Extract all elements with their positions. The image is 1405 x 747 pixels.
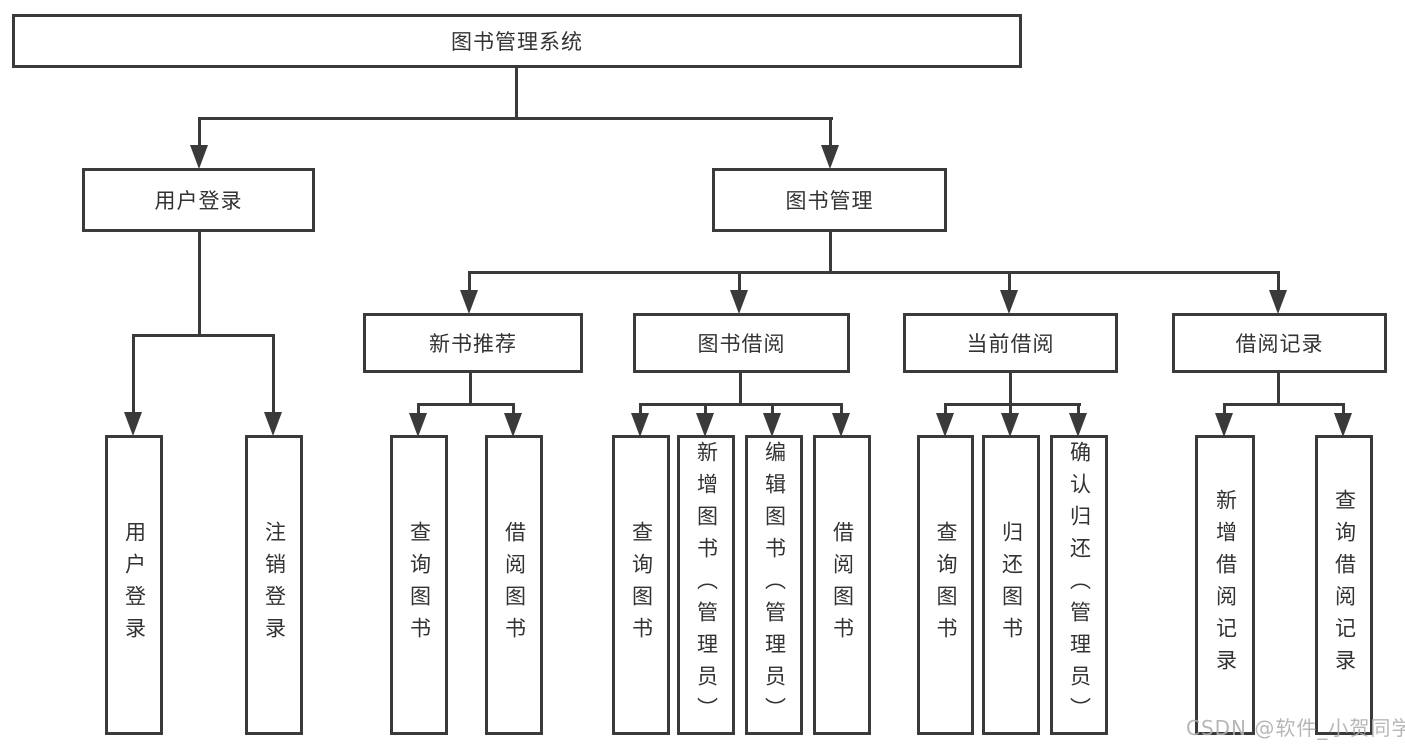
arrow-down-icon: [124, 412, 142, 436]
arrow-down-icon: [504, 413, 522, 437]
leaf-query-books-current-label: 查询图书: [934, 521, 958, 649]
connector-drop: [1223, 403, 1226, 415]
connector-borrow-records-rail: [1223, 403, 1345, 406]
leaf-borrow-books-recommend-label: 借阅图书: [502, 521, 527, 649]
connector-drop: [1342, 403, 1345, 415]
node-user-login-label: 用户登录: [154, 189, 243, 213]
leaf-borrow-books-borrow-label: 借阅图书: [830, 521, 855, 649]
node-borrow-records-label: 借阅记录: [1235, 332, 1324, 356]
connector-drop: [704, 403, 707, 415]
arrow-down-icon: [821, 145, 839, 169]
connector-current-borrow-stem: [1009, 372, 1012, 406]
leaf-query-books-borrow-label: 查询图书: [629, 521, 654, 649]
leaf-query-borrow-record: 查询借阅记录: [1315, 435, 1373, 735]
arrow-down-icon: [763, 413, 781, 437]
connector-book-management-stem: [829, 232, 832, 274]
leaf-logout-label: 注销登录: [262, 521, 287, 649]
arrow-down-icon: [1334, 413, 1352, 437]
arrow-down-icon: [832, 413, 850, 437]
node-book-borrow-label: 图书借阅: [697, 332, 786, 356]
connector-drop-book-borrow: [738, 271, 741, 293]
connector-book-borrow-rail: [639, 403, 843, 406]
leaf-edit-book-admin: 编辑图书（管理员）: [745, 435, 803, 735]
leaf-return-books: 归还图书: [982, 435, 1040, 735]
connector-drop: [944, 403, 947, 415]
arrow-down-icon: [1269, 290, 1287, 314]
connector-drop: [771, 403, 774, 415]
node-book-management: 图书管理: [712, 168, 947, 232]
arrow-down-icon: [1069, 413, 1087, 437]
node-new-book-recommend: 新书推荐: [363, 313, 583, 373]
connector-book-borrow-stem: [739, 372, 742, 406]
connector-root-stem: [515, 67, 518, 120]
connector-drop: [840, 403, 843, 415]
connector-root-rail: [198, 117, 833, 120]
connector-drop-book-management: [829, 117, 832, 147]
leaf-edit-book-admin-label: 编辑图书（管理员）: [762, 441, 787, 729]
node-book-management-label: 图书管理: [785, 189, 874, 213]
node-root: 图书管理系统: [12, 14, 1022, 68]
connector-new-book-recommend-rail: [417, 403, 515, 406]
arrow-down-icon: [1000, 290, 1018, 314]
leaf-add-borrow-record: 新增借阅记录: [1195, 435, 1255, 735]
arrow-down-icon: [1215, 413, 1233, 437]
connector-new-book-recommend-stem: [469, 372, 472, 406]
leaf-borrow-books-recommend: 借阅图书: [485, 435, 543, 735]
connector-user-login-rail: [132, 334, 275, 337]
node-new-book-recommend-label: 新书推荐: [429, 332, 517, 356]
watermark: CSDN @软件_小贺同学: [1186, 716, 1405, 740]
connector-drop-leaf-user-login: [132, 334, 135, 414]
connector-current-borrow-rail: [944, 403, 1081, 406]
connector-drop: [512, 403, 515, 415]
leaf-query-books-borrow: 查询图书: [612, 435, 670, 735]
node-current-borrow-label: 当前借阅: [966, 332, 1055, 356]
leaf-confirm-return-admin-label: 确认归还（管理员）: [1067, 441, 1092, 729]
arrow-down-icon: [696, 413, 714, 437]
arrow-down-icon: [631, 413, 649, 437]
leaf-query-books-current: 查询图书: [917, 435, 974, 735]
leaf-query-books-recommend-label: 查询图书: [407, 521, 432, 649]
node-borrow-records: 借阅记录: [1172, 313, 1387, 373]
arrow-down-icon: [190, 145, 208, 169]
connector-borrow-records-stem: [1277, 372, 1280, 406]
connector-user-login-stem: [198, 232, 201, 337]
connector-drop: [639, 403, 642, 415]
connector-drop: [417, 403, 420, 415]
leaf-logout: 注销登录: [245, 435, 303, 735]
leaf-borrow-books-borrow: 借阅图书: [813, 435, 871, 735]
node-book-borrow: 图书借阅: [633, 313, 850, 373]
leaf-user-login: 用户登录: [105, 435, 163, 735]
node-root-label: 图书管理系统: [451, 30, 583, 54]
connector-book-management-rail: [468, 271, 1280, 274]
connector-drop-user-login: [198, 117, 201, 147]
leaf-add-book-admin: 新增图书（管理员）: [677, 435, 735, 735]
connector-drop-borrow-records: [1277, 271, 1280, 293]
leaf-add-book-admin-label: 新增图书（管理员）: [694, 441, 719, 729]
arrow-down-icon: [264, 412, 282, 436]
connector-drop: [1009, 403, 1012, 415]
leaf-confirm-return-admin: 确认归还（管理员）: [1050, 435, 1108, 735]
node-user-login: 用户登录: [82, 168, 315, 232]
arrow-down-icon: [1001, 413, 1019, 437]
connector-drop-current-borrow: [1008, 271, 1011, 293]
arrow-down-icon: [936, 413, 954, 437]
leaf-return-books-label: 归还图书: [999, 521, 1024, 649]
connector-drop-leaf-logout: [272, 334, 275, 414]
leaf-user-login-label: 用户登录: [122, 521, 147, 649]
arrow-down-icon: [460, 290, 478, 314]
node-current-borrow: 当前借阅: [903, 313, 1118, 373]
connector-drop: [1077, 403, 1080, 415]
leaf-query-borrow-record-label: 查询借阅记录: [1332, 489, 1357, 681]
connector-drop-new-book-recommend: [468, 271, 471, 293]
leaf-query-books-recommend: 查询图书: [390, 435, 448, 735]
leaf-add-borrow-record-label: 新增借阅记录: [1213, 489, 1238, 681]
arrow-down-icon: [730, 290, 748, 314]
arrow-down-icon: [409, 413, 427, 437]
